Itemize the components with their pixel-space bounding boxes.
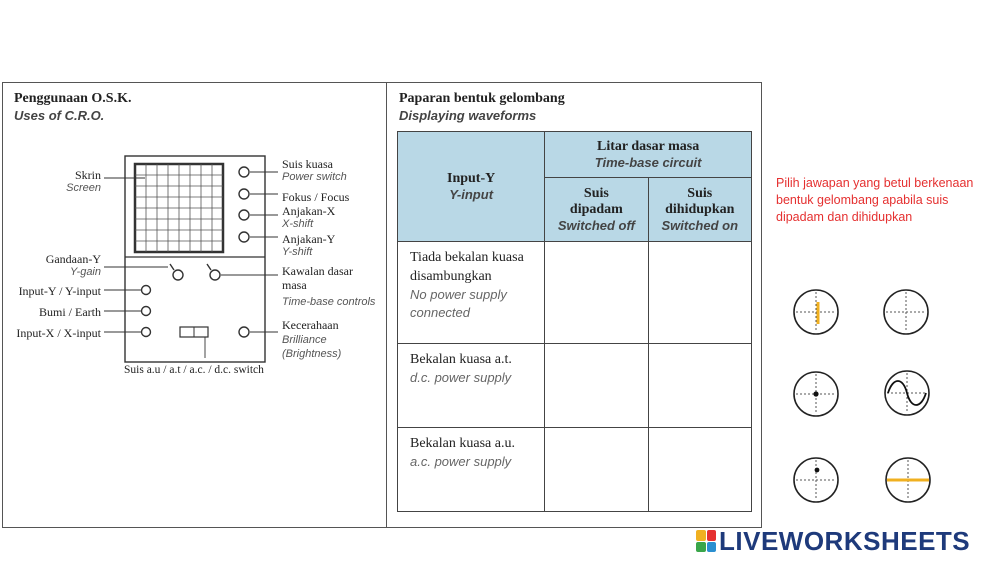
ygain-label-en: Y-gain: [70, 266, 101, 278]
yshift-label: Anjakan-Y: [282, 232, 336, 246]
logo-mark-icon: [696, 530, 716, 552]
xshift-label: Anjakan-X: [282, 204, 336, 218]
yshift-label-en: Y-shift: [282, 246, 313, 258]
right-subtitle: Displaying waveforms: [399, 108, 537, 123]
table-row: Tiada bekalan kuasa disambungkan No powe…: [396, 241, 753, 344]
option-dot-center[interactable]: [792, 370, 840, 418]
brightness-label-en2: (Brightness): [282, 348, 342, 360]
brightness-label: Kecerahaan: [282, 318, 339, 332]
table-row: Bekalan kuasa a.u. a.c. power supply: [396, 427, 753, 512]
option-sine-wave[interactable]: [882, 368, 932, 418]
power-switch-label: Suis kuasa: [282, 157, 333, 171]
screen-label: Skrin: [74, 168, 101, 182]
switched-on-header: Suis dihidupkan Switched on: [647, 177, 753, 242]
cro-diagram: [104, 155, 278, 363]
timebase-label-2: masa: [282, 278, 307, 292]
focus-label: Fokus / Focus: [282, 190, 350, 204]
drop-cell-on-3[interactable]: [647, 427, 753, 512]
yinput-header: Input-Y Y-input: [396, 131, 546, 242]
drop-cell-off-1[interactable]: [544, 241, 649, 344]
logo-text: LIVEWORKSHEETS: [719, 525, 971, 556]
timebase-label: Kawalan dasar: [282, 264, 353, 278]
drop-cell-off-2[interactable]: [544, 343, 649, 428]
drop-cell-on-2[interactable]: [647, 343, 753, 428]
yinput-label: Input-Y / Y-input: [18, 284, 101, 298]
power-switch-label-en: Power switch: [282, 171, 347, 183]
drop-cell-on-1[interactable]: [647, 241, 753, 344]
instruction-text: Pilih jawapan yang betul berkenaan bentu…: [776, 176, 974, 224]
option-horizontal-line[interactable]: [884, 456, 932, 504]
waveform-table: Input-Y Y-input Litar dasar masa Time-ba…: [396, 131, 753, 512]
earth-label: Bumi / Earth: [39, 305, 101, 319]
option-dot-up[interactable]: [792, 456, 840, 504]
liveworksheets-logo: LIVEWORKSHEETS: [696, 526, 970, 556]
ygain-label: Gandaan-Y: [45, 252, 101, 266]
option-blank[interactable]: [882, 288, 930, 336]
xinput-label: Input-X / X-input: [16, 326, 101, 340]
row-label: Bekalan kuasa a.t. d.c. power supply: [396, 343, 546, 428]
screen-label-en: Screen: [66, 182, 101, 194]
brightness-label-en: Brilliance: [282, 334, 327, 346]
table-row: Bekalan kuasa a.t. d.c. power supply: [396, 343, 753, 428]
row-label: Tiada bekalan kuasa disambungkan No powe…: [396, 241, 546, 344]
left-subtitle: Uses of C.R.O.: [14, 108, 105, 123]
xshift-label-en: X-shift: [282, 218, 314, 230]
timebase-label-en: Time-base controls: [282, 296, 376, 308]
acdc-switch-label: Suis a.u / a.t / a.c. / d.c. switch: [124, 364, 264, 376]
worksheet-frame: [2, 82, 762, 528]
left-title: Penggunaan O.S.K.: [14, 91, 132, 106]
row-label: Bekalan kuasa a.u. a.c. power supply: [396, 427, 546, 512]
drop-cell-off-3[interactable]: [544, 427, 649, 512]
timebase-header: Litar dasar masa Time-base circuit: [544, 131, 752, 178]
panel-divider: [386, 82, 387, 528]
option-vertical-line[interactable]: [792, 288, 840, 336]
switched-off-header: Suis dipadam Switched off: [544, 177, 649, 242]
right-title: Paparan bentuk gelombang: [399, 91, 565, 106]
